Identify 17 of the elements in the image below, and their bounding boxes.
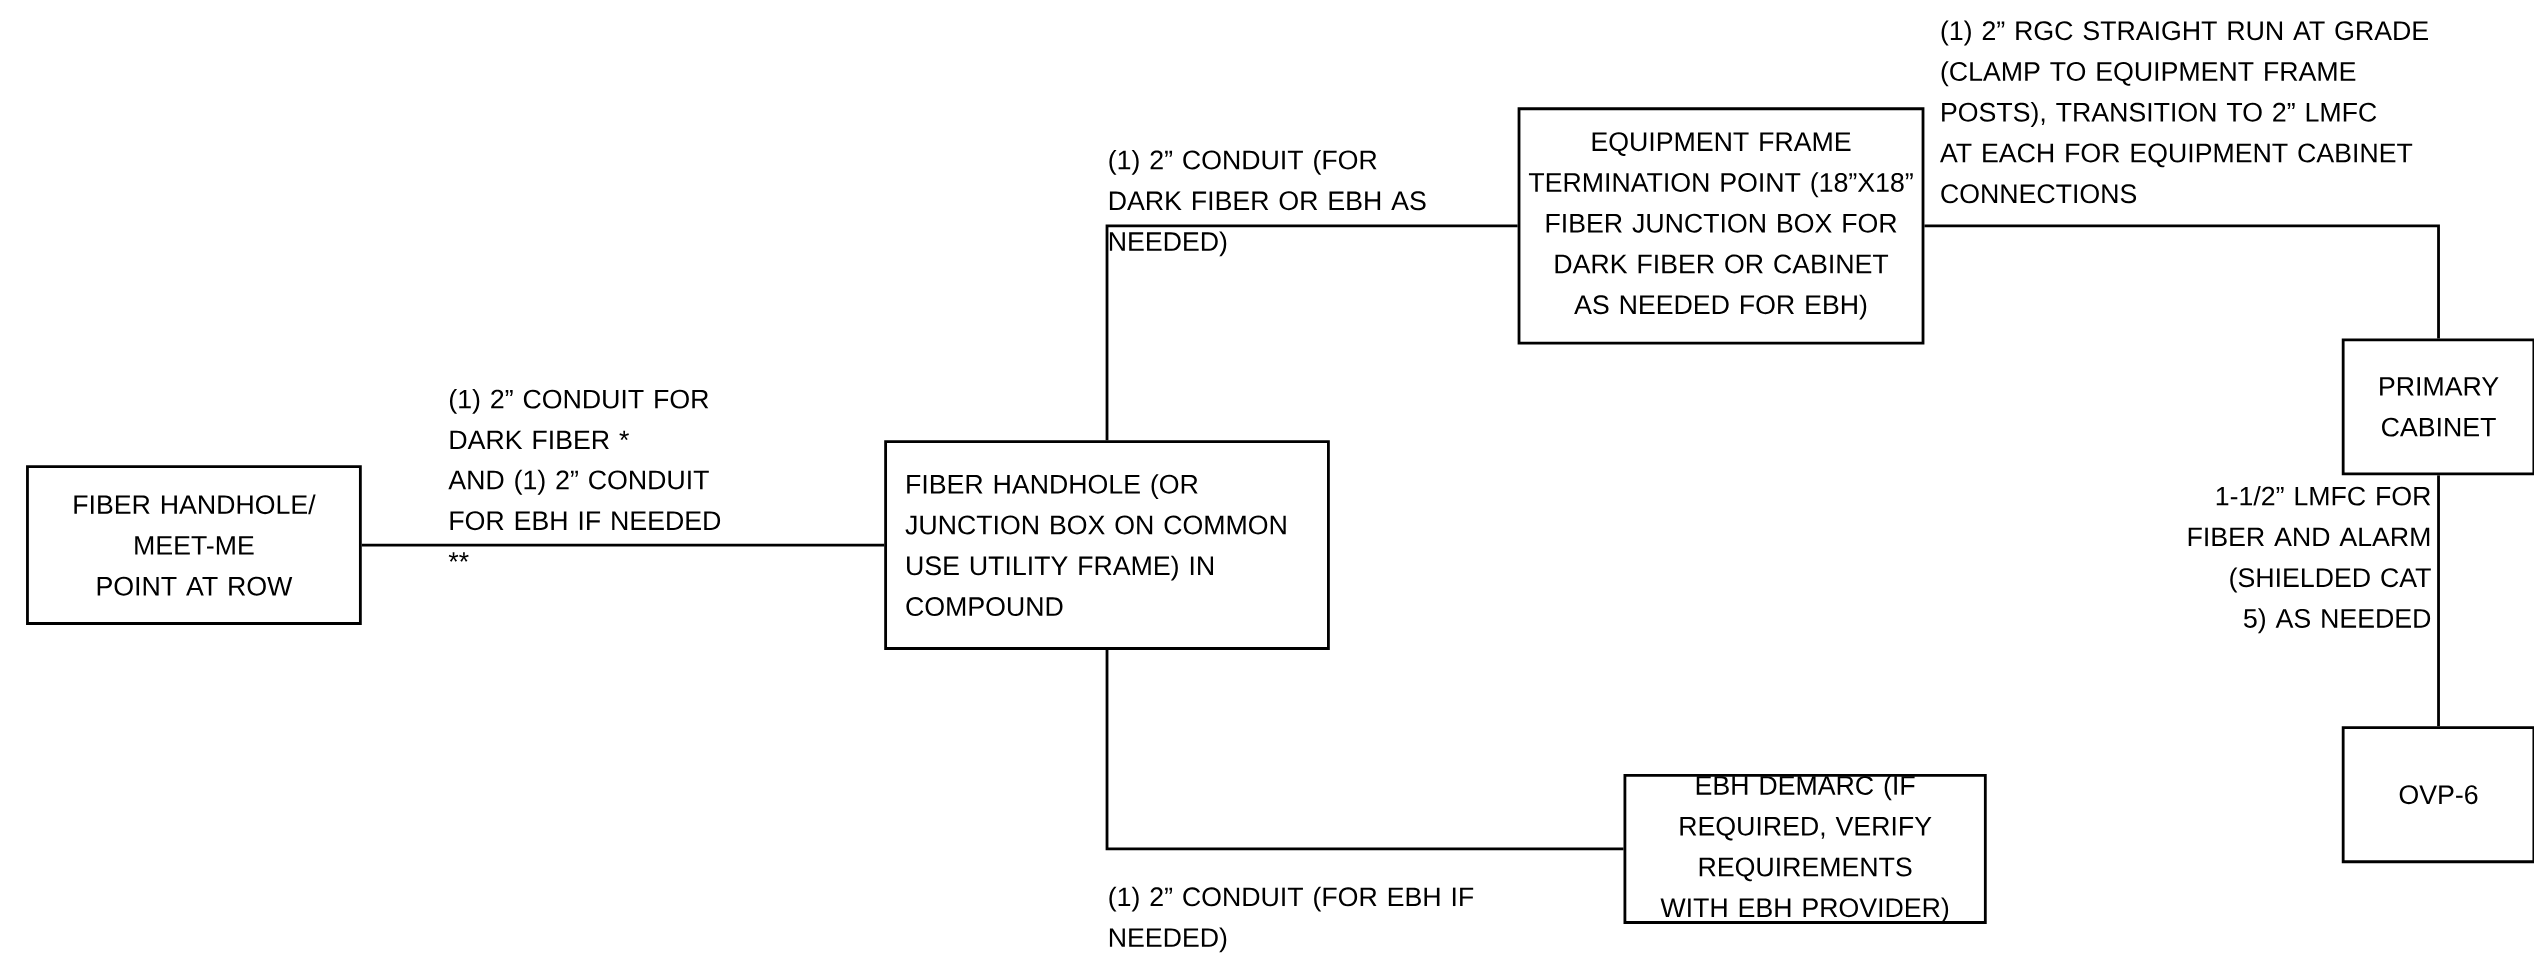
edge-label: 1-1/2” LMFC FOR FIBER AND ALARM (SHIELDED CAT 5) AS NEEDED: [2188, 486, 2431, 634]
connector-line: [2437, 475, 2440, 727]
process-box: FIBER HANDHOLE/ MEET-ME POINT AT ROW: [26, 465, 362, 625]
connector-line: [361, 543, 885, 547]
edge-label: (1) 2” CONDUIT (FOR DARK FIBER OR EBH AS NEEDED): [1109, 149, 1426, 257]
process-box: EBH DEMARC (IF REQUIRED, VERIFY REQUIREMENTS WITH EBH PROVIDER): [1623, 773, 1987, 924]
process-box: FIBER HANDHOLE (OR JUNCTION BOX ON COMMON USE UTILITY FRAME) IN COMPOUND: [884, 440, 1330, 650]
connector-line: [1105, 224, 1518, 441]
connector-line: [1924, 224, 2440, 339]
connector-line: [1105, 649, 1624, 851]
process-box: EQUIPMENT FRAME TERMINATION POINT (18”X18” FIBER JUNCTION BOX FOR DARK FIBER OR CABINET AS NEEDED FOR EBH): [1517, 107, 1925, 345]
edge-label: (1) 2” CONDUIT (FOR EBH IF NEEDED): [1109, 886, 1474, 953]
edge-label: (1) 2” RGC STRAIGHT RUN AT GRADE (CLAMP TO EQUIPMENT FRAME POSTS), TRANSITION TO 2” LMFC AT EACH FOR EQUIPMENT CABINET CONNECTIONS: [1940, 20, 2428, 204]
process-box: PRIMARY CABINET: [2341, 338, 2534, 476]
process-box: OVP-6: [2341, 726, 2534, 864]
note-label: AND (1) 2” CONDUIT FOR EBH IF NEEDED **: [448, 469, 721, 562]
edge-label: (1) 2” CONDUIT FOR DARK FIBER *: [449, 389, 709, 450]
